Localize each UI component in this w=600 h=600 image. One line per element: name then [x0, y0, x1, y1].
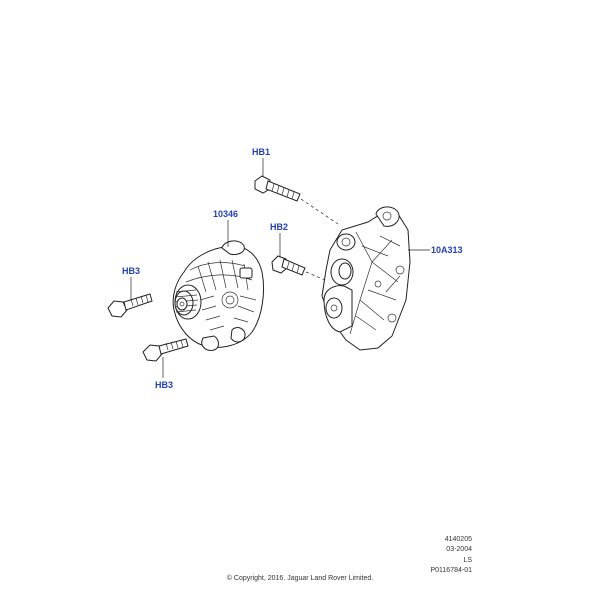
copyright-notice: © Copyright, 2016. Jaguar Land Rover Lim…: [226, 575, 374, 582]
reference-date: 03-2004: [446, 546, 472, 553]
bolt-hb3-lower: [142, 338, 189, 362]
callout-alternator: 10346: [213, 209, 238, 219]
alternator: [172, 240, 265, 351]
callout-hb3-lower: HB3: [155, 380, 173, 390]
reference-code: LS: [463, 557, 472, 564]
callout-bracket: 10A313: [431, 245, 463, 255]
callout-hb3-upper: HB3: [122, 266, 140, 276]
hb1-dash-line: [300, 198, 339, 225]
reference-number: 4140205: [444, 536, 472, 543]
bolt-hb3-upper: [107, 293, 153, 318]
mounting-bracket: [321, 206, 411, 351]
callout-hb1: HB1: [252, 147, 270, 157]
hb2-dash-line: [305, 271, 333, 284]
illustration-id: P0116784-01: [430, 567, 472, 574]
bolt-hb1: [254, 175, 301, 202]
bolt-hb2: [271, 255, 306, 276]
callout-hb2: HB2: [270, 222, 288, 232]
